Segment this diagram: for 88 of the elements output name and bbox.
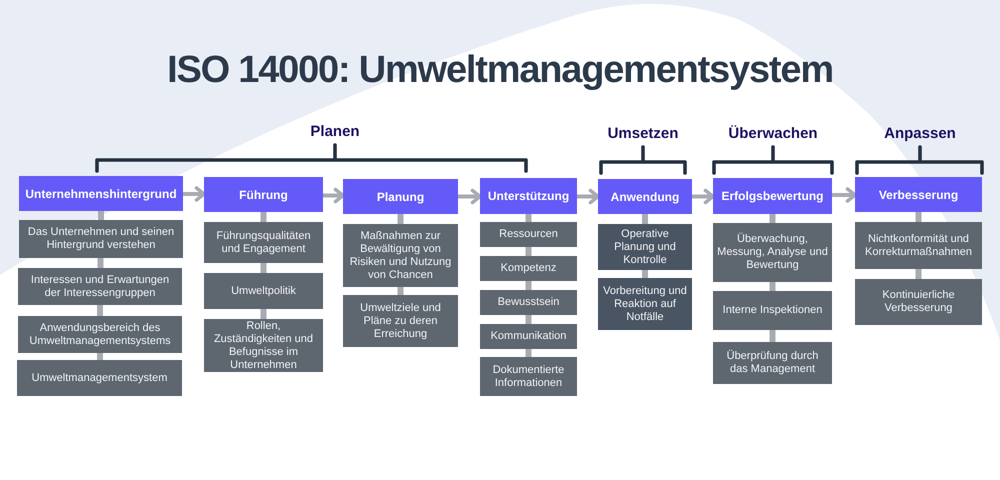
clause-card bbox=[343, 224, 458, 287]
phase-header bbox=[343, 179, 458, 214]
clause-card bbox=[855, 279, 982, 325]
clause-card bbox=[204, 222, 323, 263]
phase-header bbox=[855, 177, 982, 212]
clause-text: Kommunikation bbox=[490, 330, 566, 343]
phase-heading: Anpassen bbox=[884, 125, 956, 143]
phase-header bbox=[480, 178, 577, 214]
clause-text: Dokumentierte Informationen bbox=[492, 364, 566, 390]
arrow bbox=[577, 188, 600, 204]
clause-text: Kompetenz bbox=[500, 262, 556, 275]
phase-title: Unterstützung bbox=[488, 189, 570, 203]
clause-card bbox=[480, 256, 577, 281]
phase-header bbox=[204, 177, 323, 212]
clause-card bbox=[480, 222, 577, 247]
clause-card bbox=[204, 273, 323, 309]
phase-header bbox=[598, 179, 692, 214]
clause-card bbox=[598, 278, 692, 330]
clause-text: Bewusstsein bbox=[498, 296, 560, 309]
connector-line bbox=[642, 270, 648, 278]
phase-heading: Überwachen bbox=[728, 125, 818, 143]
clause-text: Nichtkonformität und Korrekturmaßnahmen bbox=[864, 232, 973, 258]
clause-card bbox=[713, 291, 832, 330]
connector-line bbox=[770, 214, 776, 223]
arrow bbox=[323, 188, 345, 204]
clause-text: Umweltpolitik bbox=[231, 284, 296, 298]
connector-line bbox=[98, 211, 104, 220]
clause-card bbox=[480, 324, 577, 349]
clause-text: Operative Planung und Kontrolle bbox=[613, 228, 677, 266]
phase-title: Führung bbox=[239, 188, 288, 202]
connector-line bbox=[770, 282, 776, 291]
clause-card bbox=[18, 268, 182, 305]
clause-card bbox=[343, 295, 458, 347]
clause-text: Vorbereitung und Reaktion auf Notfälle bbox=[602, 284, 688, 324]
clause-card bbox=[480, 290, 577, 315]
clause-text: Überwachung, Messung, Analyse und Bewertung bbox=[717, 233, 828, 272]
phase-title: Unternehmenshintergrund bbox=[25, 186, 177, 200]
clause-text: Rollen, Zuständigkeiten und Befugnisse im Unternehmen bbox=[212, 320, 314, 372]
arrow bbox=[832, 187, 857, 203]
clause-text: Kontinuierliche Verbesserung bbox=[881, 289, 956, 315]
connector-line bbox=[260, 309, 266, 319]
connector-line bbox=[97, 305, 103, 316]
clause-text: Ressourcen bbox=[499, 228, 558, 241]
connector-line bbox=[97, 353, 103, 360]
connector-line bbox=[642, 214, 648, 224]
phase-heading: Umsetzen bbox=[608, 125, 678, 143]
clause-text: Interne Inspektionen bbox=[722, 304, 822, 317]
phase-title: Verbesserung bbox=[878, 188, 958, 202]
clause-card bbox=[713, 342, 832, 384]
connector-line bbox=[916, 212, 922, 222]
connector-line bbox=[526, 281, 532, 290]
connector-line bbox=[770, 330, 776, 342]
connector-line bbox=[398, 287, 404, 295]
clause-text: Überprüfung durch das Management bbox=[726, 350, 820, 376]
clause-text: Umweltmanagementsystem bbox=[32, 372, 168, 384]
clause-card bbox=[18, 316, 182, 353]
clause-text: Maßnahmen zur Bewältigung von Risiken und Nutzung von Chancen bbox=[348, 230, 452, 282]
clause-card bbox=[480, 357, 577, 396]
phase-title: Anwendung bbox=[610, 190, 680, 204]
connector-line bbox=[526, 247, 532, 256]
connector-line bbox=[526, 214, 532, 222]
clause-card bbox=[855, 222, 982, 269]
phase-heading: Planen bbox=[310, 123, 360, 141]
arrow bbox=[692, 188, 715, 204]
page-title: ISO 14000: Umweltmanagementsystem bbox=[167, 48, 833, 93]
clause-text: Anwendungsbereich des Umweltmanagementsystems bbox=[28, 322, 172, 348]
connector-line bbox=[98, 258, 104, 268]
clause-card bbox=[17, 360, 182, 396]
clause-card bbox=[713, 223, 832, 282]
clause-text: Umweltziele und Pläne zu deren Erreichung bbox=[359, 302, 442, 340]
connector-line bbox=[398, 214, 404, 224]
phase-header bbox=[19, 176, 183, 211]
phase-title: Erfolgsbewertung bbox=[721, 189, 824, 203]
connector-line bbox=[526, 315, 532, 324]
clause-text: Interessen und Erwartungen der Interessengruppen bbox=[30, 274, 170, 300]
connector-line bbox=[916, 269, 922, 279]
connector-line bbox=[260, 263, 266, 273]
phase-header bbox=[713, 178, 832, 214]
clause-card bbox=[19, 220, 183, 258]
clause-text: Führungsqualitäten und Engagement bbox=[215, 230, 312, 256]
arrow bbox=[183, 186, 206, 202]
connector-line bbox=[526, 349, 532, 357]
clause-card bbox=[204, 319, 323, 372]
arrow bbox=[458, 188, 482, 204]
clause-card bbox=[598, 224, 692, 270]
phase-title: Planung bbox=[376, 190, 424, 204]
clause-text: Das Unternehmen und seinen Hintergrund verstehen bbox=[26, 226, 176, 252]
connector-line bbox=[260, 212, 266, 222]
